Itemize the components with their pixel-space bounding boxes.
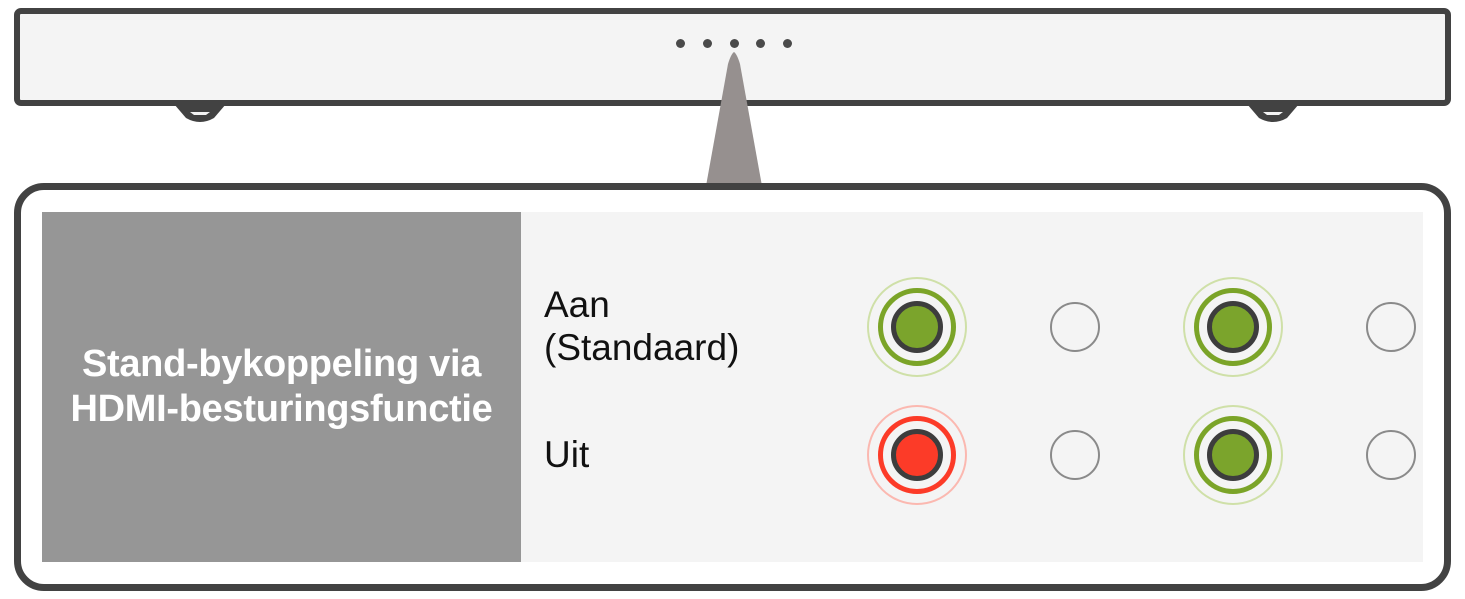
options-area: Aan (Standaard) [521, 212, 1465, 562]
dot-3-icon [729, 38, 739, 48]
lamp-halo-inner-icon [1194, 288, 1272, 366]
lamp-aan-4 [1341, 277, 1441, 377]
lamp-uit-4 [1341, 405, 1441, 505]
setting-title-block: Stand-bykoppeling via HDMI-besturingsfun… [42, 212, 521, 562]
indicator-strip-aan [861, 277, 1465, 377]
dot-4-icon [756, 38, 766, 48]
lamp-halo-outer-icon [1183, 405, 1283, 505]
setting-title: Stand-bykoppeling via HDMI-besturingsfun… [70, 343, 493, 430]
lamp-core-icon [1366, 302, 1416, 352]
device-foot-right-icon [1247, 104, 1299, 126]
lamp-core-icon [1050, 430, 1100, 480]
lamp-core-icon [1050, 302, 1100, 352]
lamp-uit-1 [867, 405, 967, 505]
lamp-halo-outer-icon [1183, 277, 1283, 377]
lamp-aan-3 [1183, 277, 1283, 377]
settings-panel-inner: Stand-bykoppeling via HDMI-besturingsfun… [42, 212, 1423, 562]
lamp-aan-1 [867, 277, 967, 377]
lamp-uit-2 [1025, 405, 1125, 505]
option-row-aan[interactable]: Aan (Standaard) [521, 263, 1465, 391]
signal-cone-icon [670, 52, 798, 186]
lamp-core-icon [891, 301, 943, 353]
indicator-strip-uit [861, 405, 1465, 505]
lamp-aan-2 [1025, 277, 1125, 377]
option-label-aan: Aan (Standaard) [544, 284, 740, 368]
lamp-core-icon [1207, 429, 1259, 481]
lamp-core-icon [1366, 430, 1416, 480]
lamp-core-icon [891, 429, 943, 481]
option-row-uit[interactable]: Uit [521, 391, 1465, 519]
lamp-halo-inner-icon [878, 416, 956, 494]
settings-panel: Stand-bykoppeling via HDMI-besturingsfun… [14, 183, 1451, 591]
lamp-halo-outer-icon [867, 405, 967, 505]
dot-1-icon [676, 38, 685, 48]
device-indicator-dots [676, 38, 792, 48]
device-foot-left-icon [174, 104, 226, 126]
lamp-core-icon [1207, 301, 1259, 353]
lamp-uit-3 [1183, 405, 1283, 505]
dot-5-icon [783, 38, 792, 48]
lamp-halo-inner-icon [1194, 416, 1272, 494]
lamp-halo-inner-icon [878, 288, 956, 366]
option-label-uit: Uit [544, 433, 590, 475]
lamp-halo-outer-icon [867, 277, 967, 377]
dot-2-icon [702, 38, 712, 48]
